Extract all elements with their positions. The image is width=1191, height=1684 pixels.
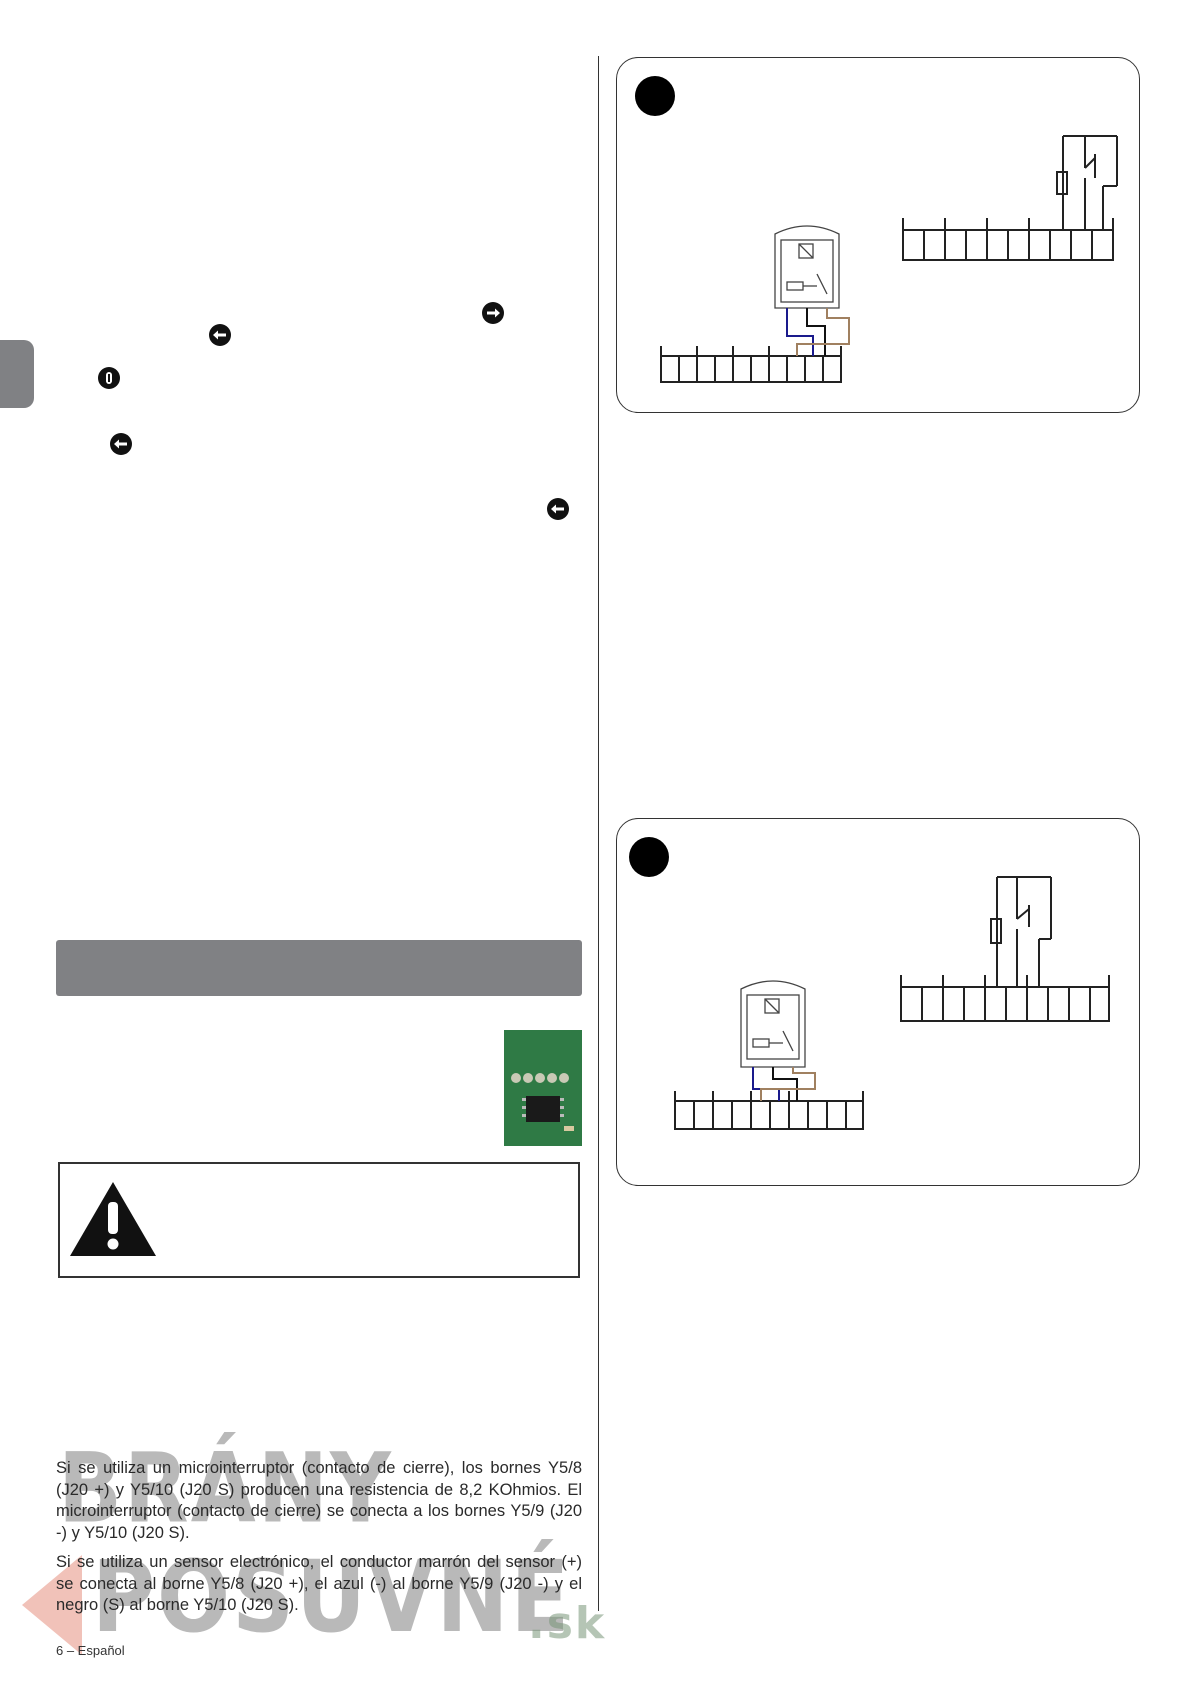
figure-box-1 [616, 57, 1140, 413]
warning-box [58, 1162, 580, 1278]
wiring-diagram-2 [674, 876, 1110, 1130]
figure-number-badge [635, 76, 675, 116]
figure-number-badge [629, 837, 669, 877]
info-icon [98, 367, 120, 389]
watermark-arrow [22, 1555, 82, 1655]
paragraph-microswitch: Si se utiliza un microinterruptor (conta… [56, 1459, 582, 1542]
figure-box-2 [616, 818, 1140, 1186]
arrow-right-icon [482, 302, 504, 324]
pcb-photo [504, 1030, 582, 1146]
arrow-left-icon [209, 324, 231, 346]
paragraph-electronic-sensor: Si se utiliza un sensor electrónico, el … [56, 1553, 582, 1614]
page-footer: 6 – Español [56, 1643, 125, 1658]
section-tab [0, 340, 34, 408]
watermark-line-2: POSUVNÉ [92, 1539, 572, 1655]
watermark-line-1: BRÁNY [58, 1431, 393, 1545]
watermark-suffix: .sk [528, 1598, 607, 1649]
arrow-left-icon [547, 498, 569, 520]
wiring-diagram-1 [660, 135, 1118, 383]
section-heading-bar [56, 940, 582, 996]
arrow-left-icon [110, 433, 132, 455]
column-divider [598, 56, 599, 1611]
warning-triangle-icon [70, 1182, 156, 1256]
